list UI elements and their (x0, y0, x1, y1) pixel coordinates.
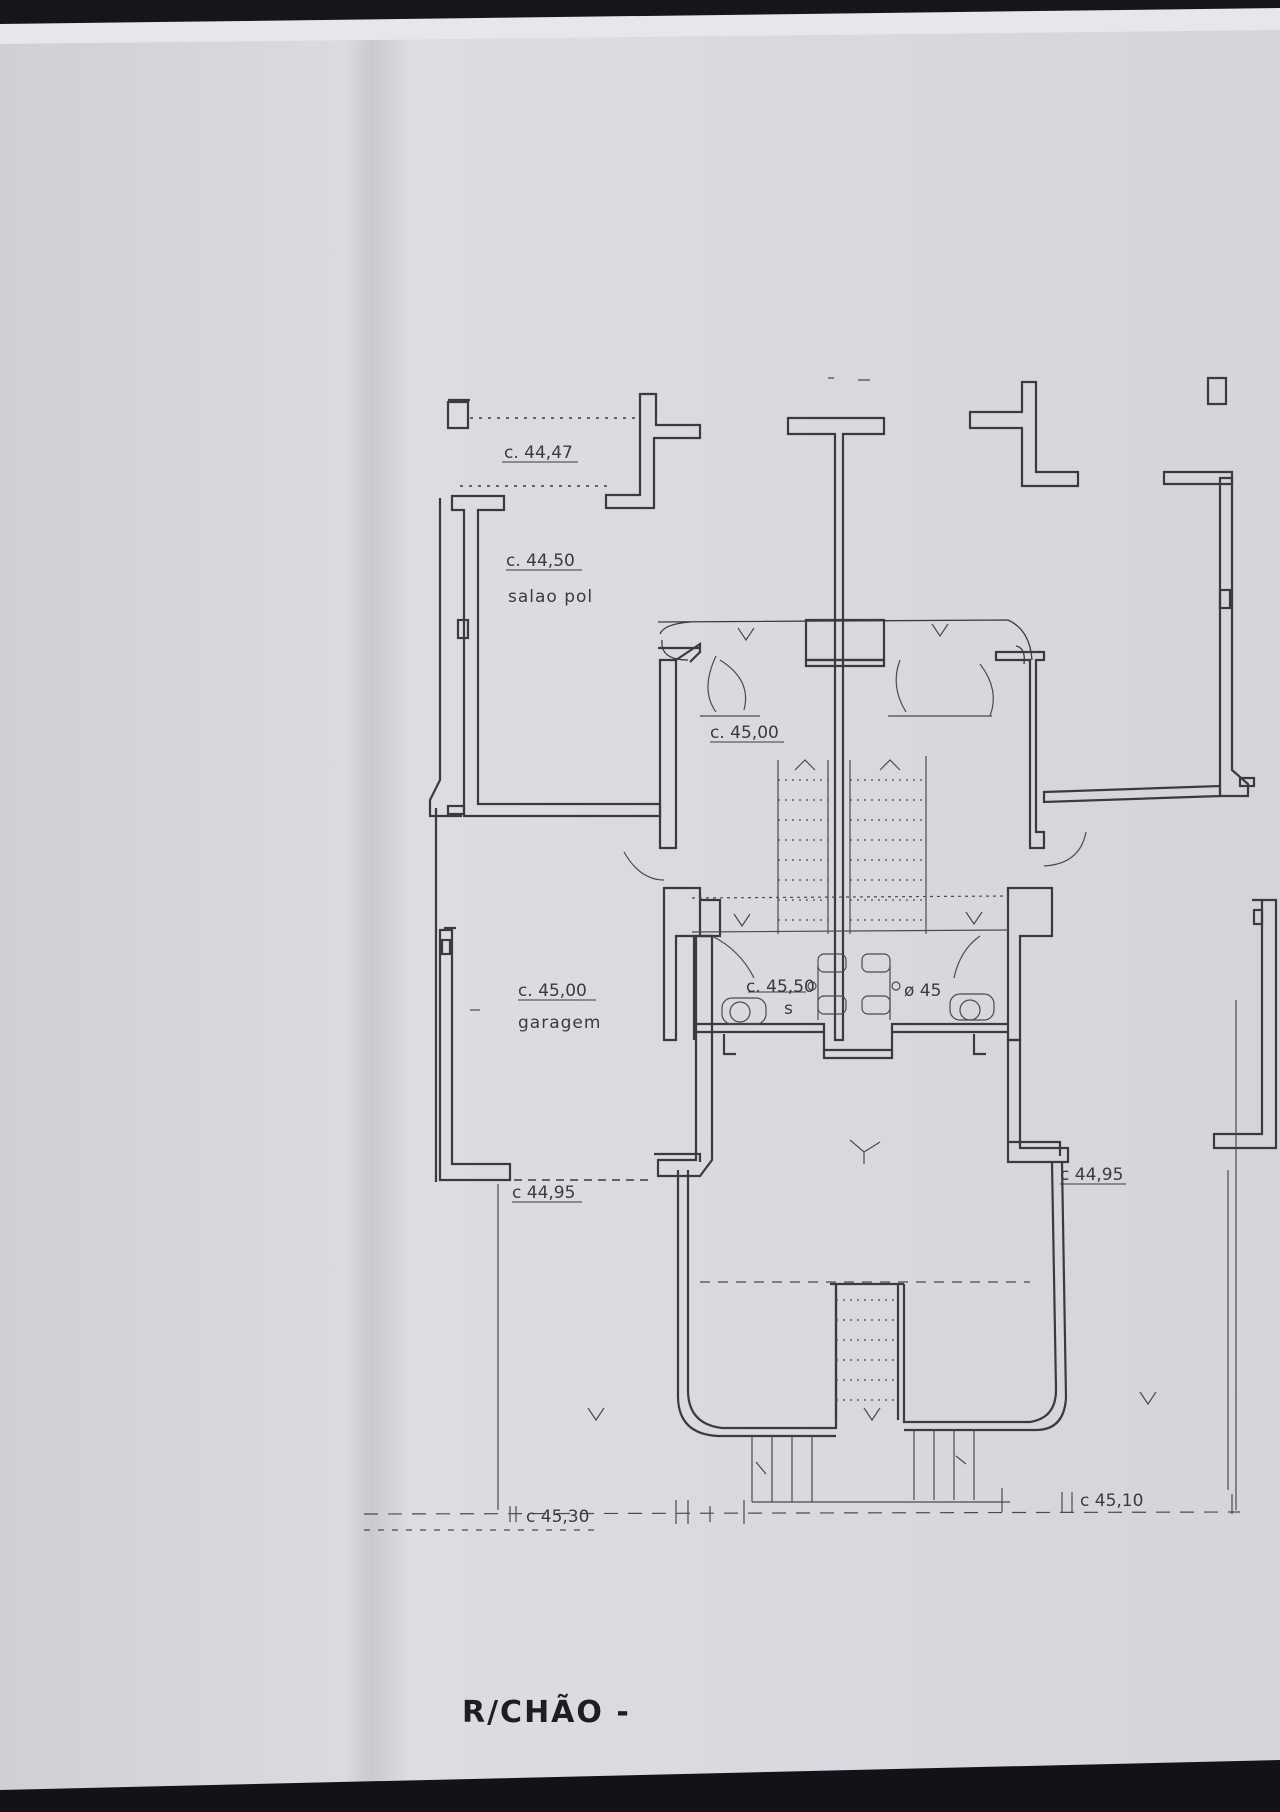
street-datum-line (363, 1009, 1241, 1531)
hall-wall-left (658, 658, 678, 850)
level-hall: c. 45,00 (710, 723, 779, 743)
wall-top-center-left (604, 392, 702, 510)
label-underlines (502, 461, 1126, 1203)
top-paper-fold (0, 8, 1280, 44)
wall-top-center-right (968, 380, 1080, 488)
garagem-left-wall (438, 928, 512, 1182)
right-lower-wall (1006, 1038, 1070, 1164)
level-street-left: c 45,30 (526, 1507, 589, 1527)
central-party-wall (786, 416, 886, 1042)
room-label-garagem: garagem (518, 1013, 601, 1033)
level-wc: c. 45,50 (746, 977, 815, 997)
right-wing-outer (1218, 476, 1250, 798)
pier-top-left (446, 400, 470, 430)
walls (428, 376, 1278, 1438)
bottom-scan-edge (0, 1760, 1280, 1812)
pier-top-right (1206, 376, 1228, 406)
room-label-salao: salao pol (508, 587, 593, 607)
wc-mark-s: s (784, 999, 793, 1019)
level-front-left: c 44,95 (512, 1183, 575, 1203)
level-street-right: c 45,10 (1080, 1491, 1143, 1511)
wc-left-wall (662, 886, 702, 1042)
level-salao: c. 44,50 (506, 551, 575, 571)
drawing-title: R/CHÃO - (462, 1695, 631, 1730)
far-right-wall (1212, 898, 1278, 1150)
hall-wall-right (994, 650, 1046, 850)
salao-window (456, 618, 470, 640)
level-garagem: c. 45,00 (518, 981, 587, 1001)
level-top-terrace: c. 44,47 (504, 443, 573, 463)
stair-and-door-details (497, 377, 1237, 1510)
level-pipe: ø 45 (904, 981, 941, 1001)
level-front-right: c 44,95 (1060, 1165, 1123, 1185)
